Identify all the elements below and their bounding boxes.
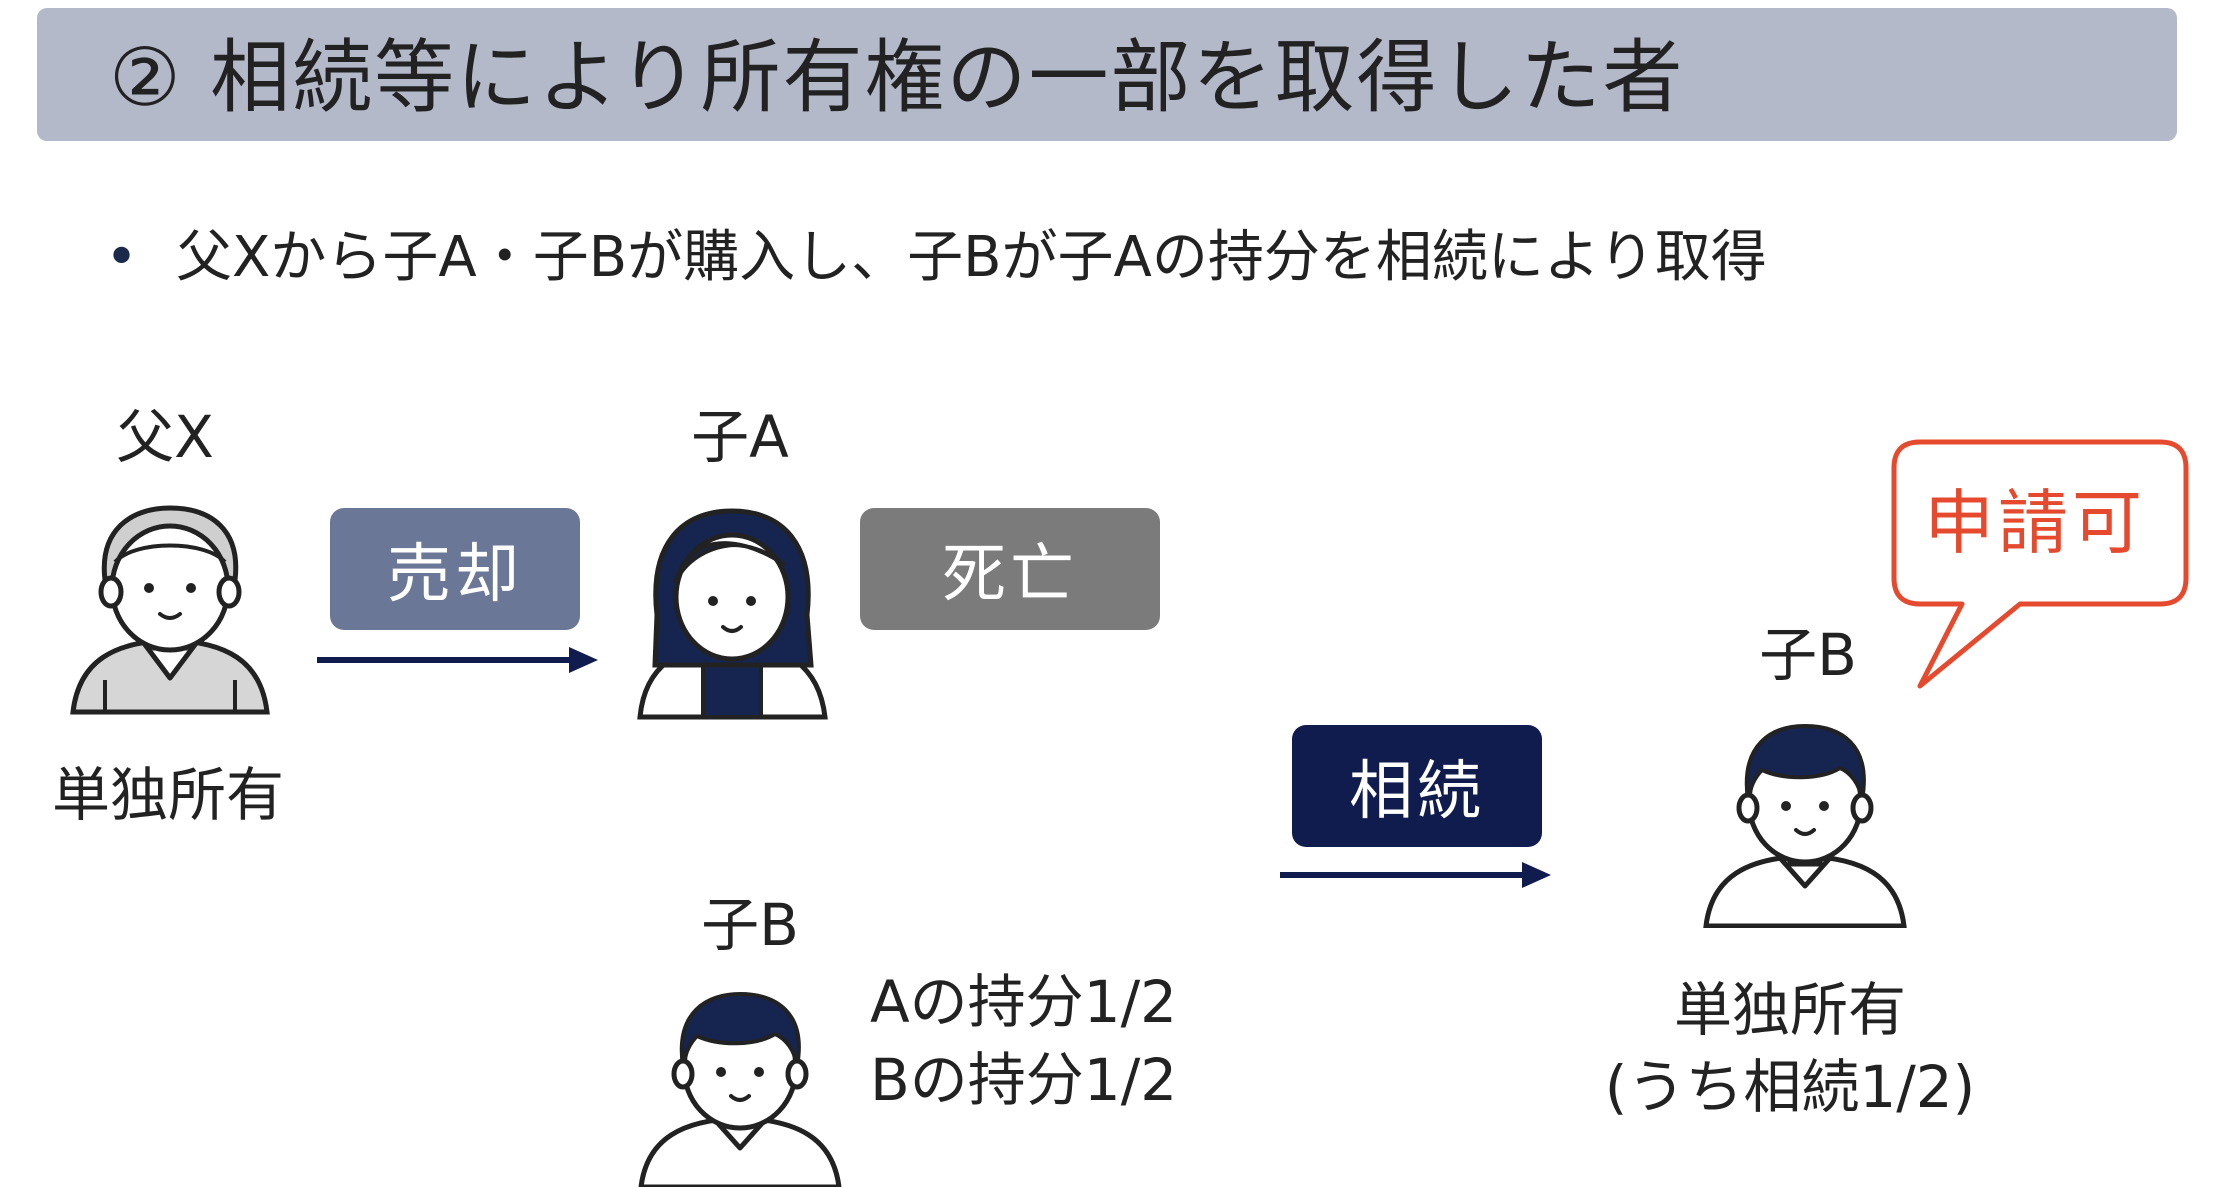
death-event-label: 死亡 xyxy=(942,538,1078,612)
page-title: ② 相続等により所有権の一部を取得した者 xyxy=(109,31,1685,124)
speech-bubble-icon xyxy=(1891,439,2189,689)
result-child-b-name-label: 子B xyxy=(1759,621,1857,689)
woman-icon xyxy=(637,508,828,720)
child-a-name-label: 子A xyxy=(691,403,789,471)
sale-event-label: 売却 xyxy=(387,538,523,612)
child-b-name-label: 子B xyxy=(701,891,799,959)
man-icon xyxy=(638,991,842,1187)
inheritance-event-label: 相続 xyxy=(1349,755,1485,829)
bullet-text: 父Xから子A・子Bが購入し、子Bが子Aの持分を相続により取得 xyxy=(176,225,1767,290)
elderly-man-icon xyxy=(70,505,270,715)
summary-bullet: • 父Xから子A・子Bが購入し、子Bが子Aの持分を相続により取得 xyxy=(105,218,1767,298)
result-status-line2: (うち相続1/2) xyxy=(1604,1053,1976,1121)
father-status-label: 単独所有 xyxy=(51,761,284,829)
title-bar: ② 相続等により所有権の一部を取得した者 xyxy=(37,8,2177,141)
sale-event-tag: 売却 xyxy=(330,508,580,630)
father-name-label: 父X xyxy=(116,403,214,471)
a-share-label: Aの持分1/2 xyxy=(870,968,1178,1036)
inheritance-event-tag: 相続 xyxy=(1292,725,1542,847)
bullet-marker: • xyxy=(105,225,139,290)
death-event-tag: 死亡 xyxy=(860,508,1160,630)
man-icon xyxy=(1703,723,1907,928)
result-status-line1: 単独所有 xyxy=(1673,976,1906,1044)
sale-arrow xyxy=(317,647,598,673)
callout-label: 申請可 xyxy=(1924,482,2146,564)
b-share-label: Bの持分1/2 xyxy=(870,1046,1178,1114)
inheritance-arrow xyxy=(1280,862,1551,888)
